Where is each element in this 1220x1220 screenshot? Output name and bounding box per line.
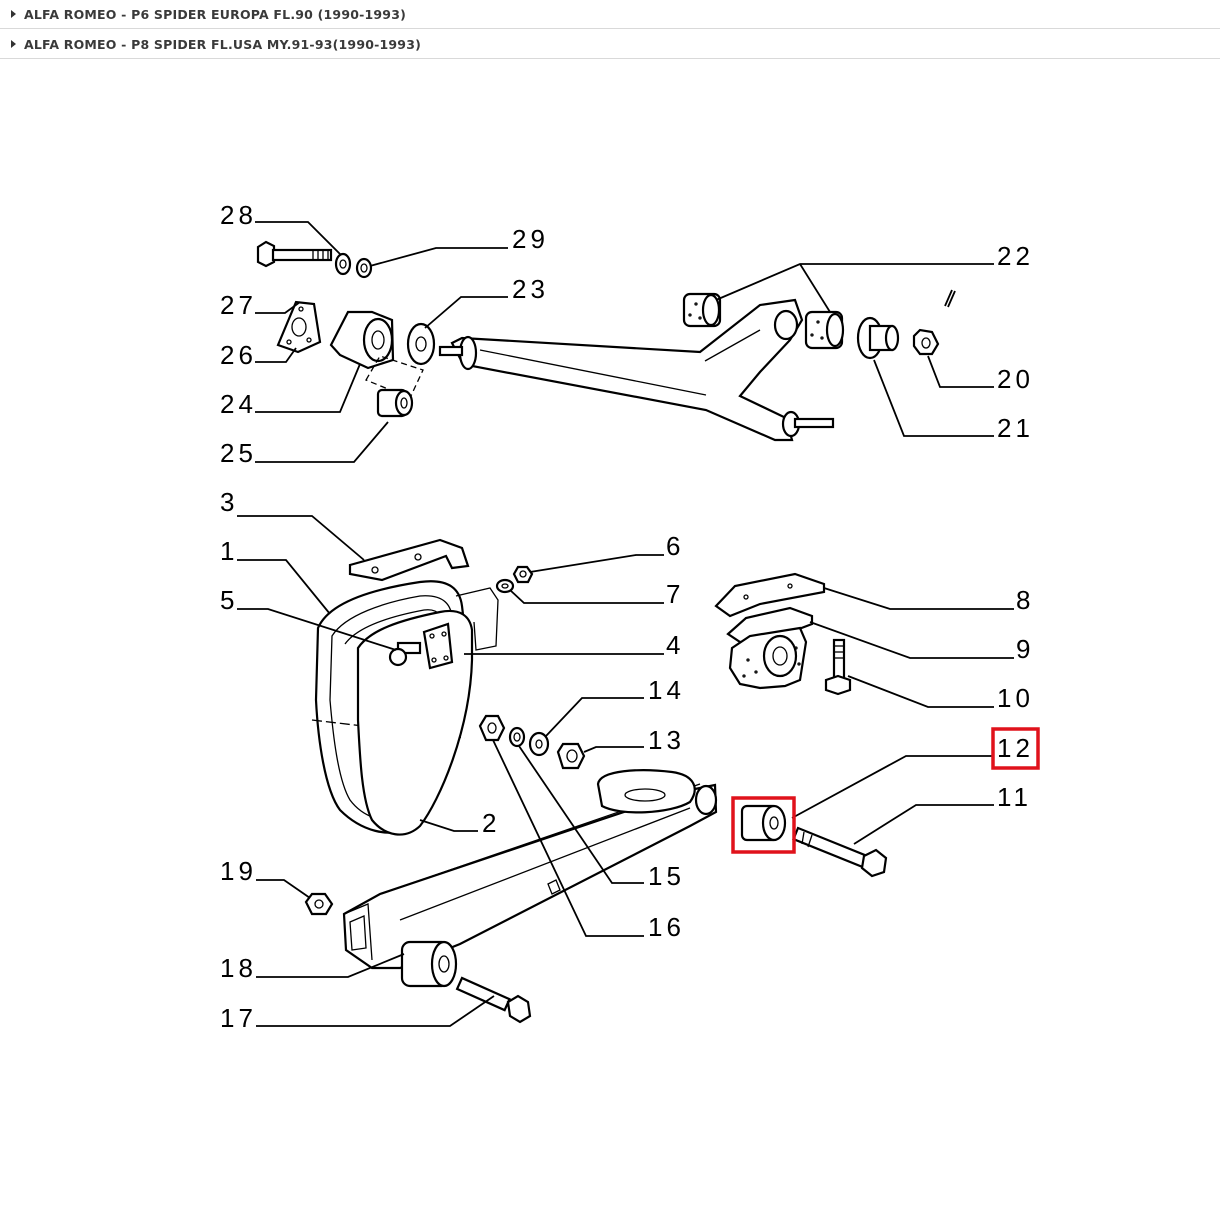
callout-20[interactable]: 20	[997, 364, 1034, 394]
callout-19[interactable]: 19	[220, 856, 257, 886]
callout-6[interactable]: 6	[666, 531, 684, 561]
part-4-plate[interactable]	[422, 622, 454, 670]
spring-pad-assembly	[311, 538, 534, 836]
part-6-nut[interactable]	[512, 565, 534, 584]
callout-22[interactable]: 22	[997, 241, 1034, 271]
part-8-bracket[interactable]	[714, 572, 826, 618]
callout-15[interactable]: 15	[648, 861, 685, 891]
callout-2[interactable]: 2	[482, 808, 500, 838]
part-5-stud[interactable]	[388, 641, 422, 667]
highlight-part-12	[731, 727, 1040, 854]
callout-18[interactable]: 18	[220, 953, 257, 983]
callout-9[interactable]: 9	[1016, 634, 1034, 664]
callout-28[interactable]: 28	[220, 200, 257, 230]
part-28-washer[interactable]	[334, 252, 352, 276]
exploded-parts-diagram: 28 29 27 26 24 25 23 22 20 21 3 1 5 6 7 …	[220, 200, 1040, 1033]
callout-10[interactable]: 10	[997, 683, 1034, 713]
callout-11[interactable]: 11	[997, 782, 1032, 812]
callout-21[interactable]: 21	[997, 413, 1034, 443]
tree-item-label: ALFA ROMEO - P8 SPIDER FL.USA MY.91-93(1…	[24, 36, 422, 52]
part-13-nut[interactable]	[556, 742, 586, 770]
upper-wishbone-arm[interactable]	[438, 298, 835, 442]
part-2-spring-pad-frame[interactable]	[356, 587, 499, 836]
callout-29[interactable]: 29	[512, 224, 549, 254]
upper-wishbone-assembly	[256, 240, 956, 442]
callout-7[interactable]: 7	[666, 579, 684, 609]
callout-26[interactable]: 26	[220, 340, 257, 370]
callout-13[interactable]: 13	[648, 725, 685, 755]
leader-lines	[237, 221, 1014, 1027]
tree-item-p6-spider-europa[interactable]: ALFA ROMEO - P6 SPIDER EUROPA FL.90 (199…	[0, 0, 1220, 29]
part-27-bolt[interactable]	[256, 240, 333, 268]
callout-16[interactable]: 16	[648, 912, 685, 942]
part-20-nut[interactable]	[912, 289, 956, 356]
callout-1[interactable]: 1	[220, 536, 238, 566]
callout-12[interactable]: 12	[997, 733, 1034, 763]
callout-4[interactable]: 4	[666, 630, 684, 660]
callout-23[interactable]: 23	[512, 274, 549, 304]
part-15-washer[interactable]	[508, 726, 526, 748]
part-16-nut[interactable]	[478, 714, 506, 742]
part-17-bolt[interactable]	[455, 976, 532, 1024]
axle-mount-assembly	[714, 572, 852, 696]
highlight-box-part	[731, 796, 796, 854]
callout-25[interactable]: 25	[220, 438, 257, 468]
highlight-box-label	[991, 727, 1040, 770]
callout-5[interactable]: 5	[220, 585, 238, 615]
part-23-washer[interactable]	[406, 322, 436, 366]
part-21-washer[interactable]	[856, 316, 900, 360]
part-24-bush-housing[interactable]	[329, 310, 395, 370]
part-11-bolt[interactable]	[792, 826, 888, 878]
part-7-washer[interactable]	[495, 578, 515, 594]
lower-crossmember-assembly	[304, 714, 888, 1024]
callout-8[interactable]: 8	[1016, 585, 1034, 615]
part-18-bush[interactable]	[400, 940, 458, 988]
part-22-bush-pair[interactable]	[682, 292, 845, 350]
part-12-bush[interactable]	[740, 804, 787, 842]
callout-17[interactable]: 17	[220, 1003, 257, 1033]
callout-3[interactable]: 3	[220, 487, 238, 517]
part-3-bracket[interactable]	[348, 538, 470, 582]
tree-item-p8-spider-usa[interactable]: ALFA ROMEO - P8 SPIDER FL.USA MY.91-93(1…	[0, 30, 1220, 59]
expand-arrow-icon[interactable]	[11, 10, 16, 18]
part-25-bush[interactable]	[365, 355, 424, 418]
callout-labels: 28 29 27 26 24 25 23 22 20 21 3 1 5 6 7 …	[220, 200, 1034, 1033]
part-10-bolt[interactable]	[824, 638, 852, 696]
crossmember-beam[interactable]	[342, 769, 718, 970]
callout-14[interactable]: 14	[648, 675, 685, 705]
part-9-bush-bracket[interactable]	[726, 606, 814, 690]
part-29-washer[interactable]	[355, 257, 373, 279]
part-19-nut[interactable]	[304, 892, 334, 916]
callout-24[interactable]: 24	[220, 389, 257, 419]
part-26-plate[interactable]	[276, 300, 322, 354]
expand-arrow-icon[interactable]	[11, 40, 16, 48]
callout-27[interactable]: 27	[220, 290, 257, 320]
tree-item-label: ALFA ROMEO - P6 SPIDER EUROPA FL.90 (199…	[24, 6, 407, 22]
part-14-washer[interactable]	[528, 731, 550, 757]
